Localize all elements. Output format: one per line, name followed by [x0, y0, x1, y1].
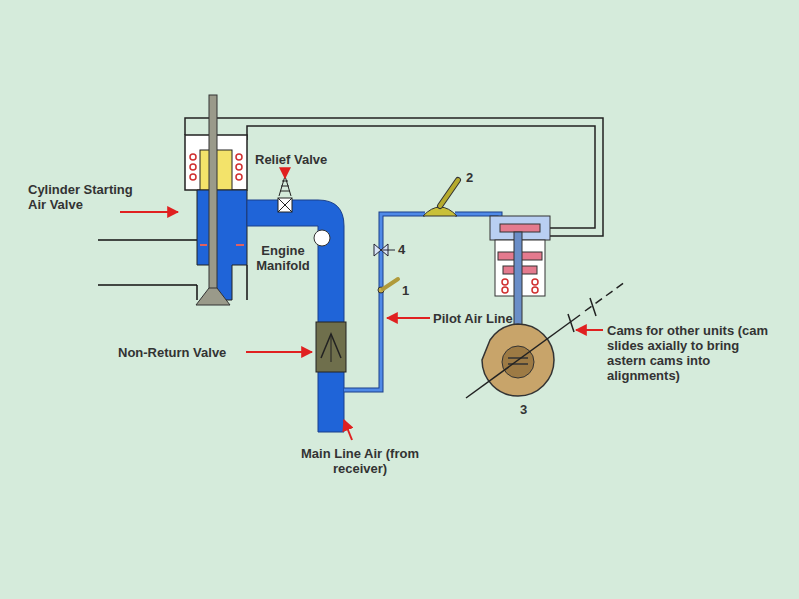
valve-body	[197, 190, 247, 300]
valve-guide	[200, 244, 244, 246]
engine-manifold	[247, 200, 344, 432]
part-label: Relief Valve	[255, 152, 350, 167]
part-label: Non-Return Valve	[118, 345, 243, 360]
part-label: Main Line Air (from receiver)	[300, 446, 420, 476]
pilot-air-line	[344, 214, 500, 390]
part-label: Engine Manifold	[250, 243, 316, 273]
relief-valve	[278, 176, 292, 212]
callout-number: 3	[520, 402, 534, 417]
valve-spindle	[381, 250, 395, 251]
camshaft-axis	[466, 282, 625, 398]
part-label: Pilot Air Line	[433, 311, 533, 326]
callout-number: 2	[466, 170, 480, 185]
callout-number: 1	[402, 283, 416, 298]
callout-number: 4	[398, 242, 412, 257]
valve-stem	[209, 95, 217, 290]
start-lever	[423, 180, 458, 216]
leader-arrow	[120, 170, 603, 440]
valve-head	[196, 288, 230, 305]
air-distributor	[490, 216, 550, 326]
manifold-junction	[314, 230, 330, 246]
drain-cock	[378, 279, 398, 293]
non-return-valve	[316, 322, 346, 372]
part-label: Cylinder Starting Air Valve	[28, 182, 146, 212]
note-label: Cams for other units (cam slides axially…	[607, 323, 775, 383]
